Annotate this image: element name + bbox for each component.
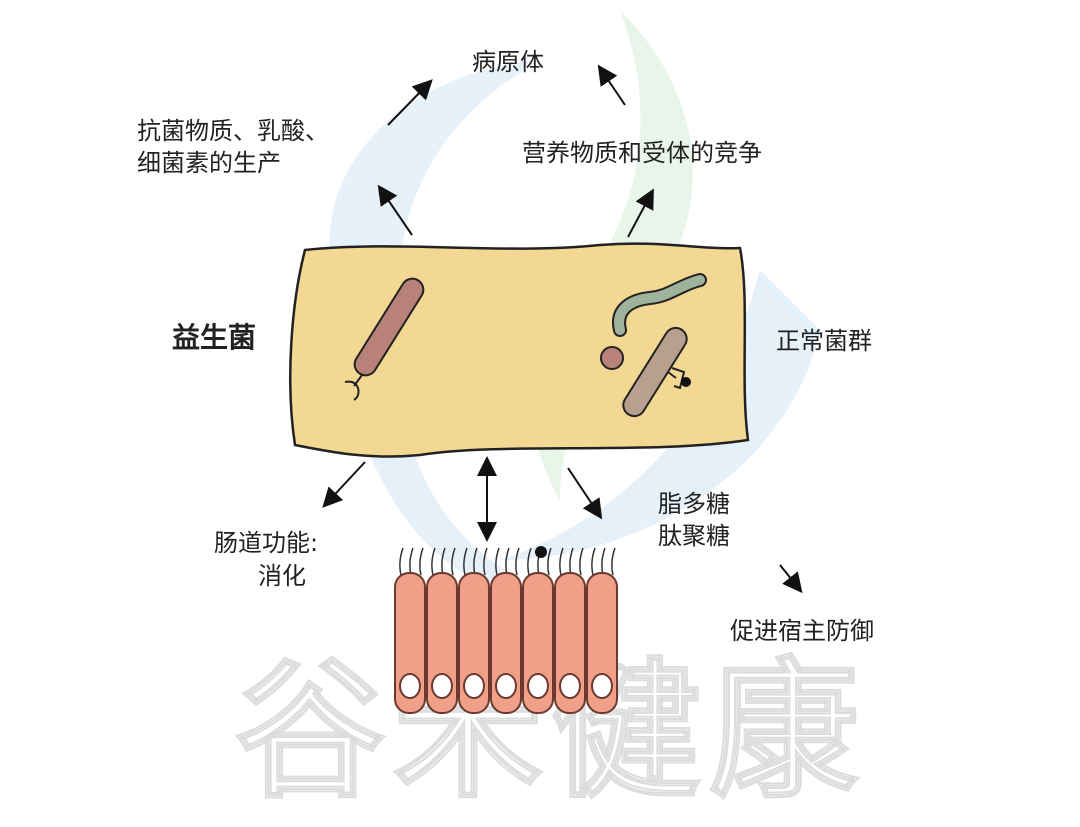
label-gut-function-2: 消化 [258, 562, 306, 590]
epithelial-cell [394, 547, 426, 714]
microvillus [399, 547, 404, 576]
label-antimicrobial-2: 细菌素的生产 [137, 149, 281, 177]
cell-nucleus [463, 673, 485, 699]
probiotic-bacterium [344, 277, 425, 401]
epithelial-cell [586, 547, 618, 714]
cell-nucleus [495, 673, 517, 699]
label-antimicrobial-1: 抗菌物质、乳酸、 [137, 117, 329, 145]
microvillus [611, 547, 616, 576]
cell-nucleus [591, 673, 613, 699]
epithelial-cell [490, 547, 522, 714]
arrow-lps [567, 467, 603, 520]
arrow-antimicrobial [377, 184, 413, 236]
normal-flora-bacteria [600, 273, 707, 418]
epithelial-cell [458, 547, 490, 714]
arrow-to-pathogen-left [387, 79, 433, 126]
arrow-to-pathogen-right [597, 64, 626, 106]
microvillus [601, 547, 606, 576]
epithelial-cell [554, 547, 586, 714]
microvillus [515, 547, 520, 576]
microvillus [505, 547, 510, 576]
arrow-gut-function [322, 461, 366, 508]
label-normal-flora: 正常菌群 [776, 327, 872, 355]
label-probiotics: 益生菌 [172, 321, 257, 354]
label-competition: 营养物质和受体的竞争 [522, 139, 762, 167]
label-host-defense: 促进宿主防御 [730, 617, 874, 645]
cell-nucleus [527, 673, 549, 699]
cell-nucleus [399, 673, 421, 699]
microvillus [527, 547, 532, 576]
microvillus [495, 547, 500, 576]
microvillus [547, 547, 552, 576]
label-peptidoglycan: 肽聚糖 [658, 522, 730, 550]
epithelial-cell [426, 547, 458, 714]
microvillus [463, 547, 468, 576]
cell-nucleus [559, 673, 581, 699]
microvillus [579, 547, 584, 576]
microvillus [559, 547, 564, 576]
epithelial-cells [394, 547, 618, 714]
epithelial-cell [522, 547, 554, 714]
microvillus [431, 547, 436, 576]
microvillus [591, 547, 596, 576]
microvillus [451, 547, 456, 576]
molecule-dot [535, 546, 547, 558]
label-lps: 脂多糖 [658, 490, 730, 518]
arrow-host-defense [779, 564, 803, 594]
arrow-competition [627, 188, 654, 238]
label-gut-function-1: 肠道功能: [214, 529, 319, 557]
microvillus [419, 547, 424, 576]
microvillus [409, 547, 414, 576]
microvillus [483, 547, 488, 576]
label-pathogen: 病原体 [472, 48, 544, 76]
cell-nucleus [431, 673, 453, 699]
probiotic-mechanism-diagram [289, 10, 820, 714]
